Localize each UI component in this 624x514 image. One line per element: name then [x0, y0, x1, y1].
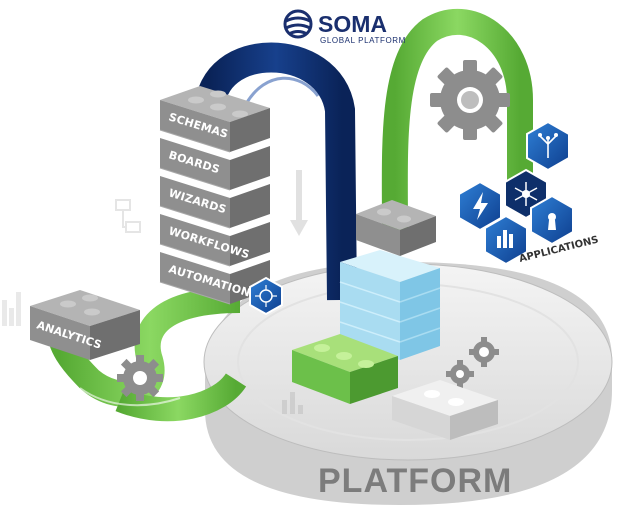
gear-icon [469, 337, 499, 367]
virus-icon [249, 276, 283, 316]
gray-brick [356, 200, 436, 256]
logo-tagline: GLOBAL PLATFORM [320, 36, 406, 45]
gear-icon [430, 60, 510, 140]
bar-chart-icon [484, 214, 528, 266]
lightning-icon [458, 180, 502, 232]
module-brick: WIZARDS [159, 176, 270, 229]
gear-icon [446, 360, 474, 388]
module-brick-stack [160, 86, 270, 122]
gear-icon [117, 355, 163, 401]
globe-icon [283, 9, 313, 39]
module-brick: BOARDS [159, 138, 270, 191]
logo-name: SOMA [318, 11, 387, 37]
schemas-pipe [195, 42, 357, 301]
workflow-icon [115, 199, 141, 233]
module-brick: SCHEMAS [159, 100, 270, 153]
flow-arrow-icon [290, 170, 308, 236]
soma-logo: SOMA GLOBAL PLATFORM [283, 9, 406, 45]
bar-chart-icon [2, 292, 21, 326]
white-brick [392, 380, 498, 440]
green-brick [292, 334, 398, 404]
network-hub-icon [504, 168, 548, 220]
applications-pipe [381, 8, 533, 231]
applications-cluster [458, 120, 574, 266]
platform-disk [203, 262, 613, 505]
platform-label: PLATFORM [318, 462, 512, 500]
analytics-brick: ANALYTICS [30, 290, 140, 360]
circuit-icon [526, 120, 570, 172]
bar-chart-icon [282, 392, 303, 414]
keyhole-icon [530, 194, 574, 246]
light-blue-brick-stack [339, 250, 441, 360]
